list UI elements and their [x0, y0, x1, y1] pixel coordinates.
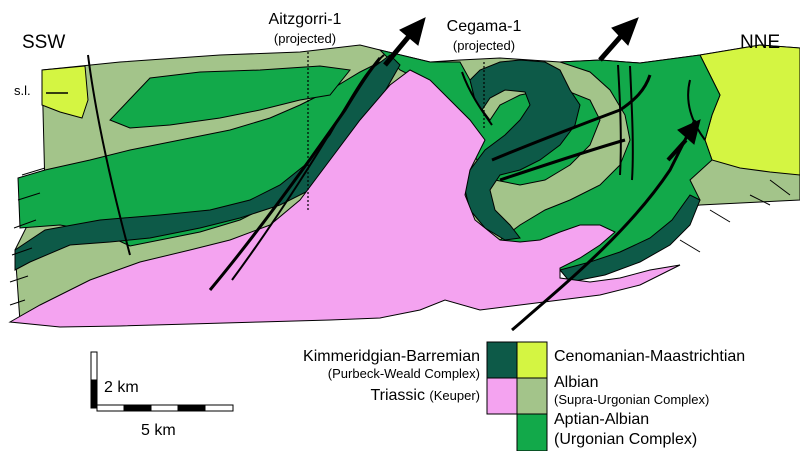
scale-vertical-black — [91, 380, 97, 408]
scale-vertical-white — [91, 352, 97, 380]
well-aitzgorri-note: (projected) — [274, 31, 336, 46]
scale-horizontal-label: 5 km — [141, 422, 176, 439]
arrow-up-center-thrust — [600, 18, 638, 60]
legend-triassic-name: Triassic (Keuper) — [370, 387, 480, 404]
cenomanian-unit-right — [700, 45, 800, 175]
legend-cenomanian-name: Cenomanian-Maastrichtian — [554, 348, 745, 365]
legend-swatch-albian — [517, 378, 547, 414]
legend-swatch-kimmeridgian — [487, 342, 517, 378]
well-cegama-note: (projected) — [453, 38, 515, 53]
well-aitzgorri-name: Aitzgorri-1 — [269, 11, 342, 28]
legend-kimmeridgian-sub: (Purbeck-Weald Complex) — [328, 366, 480, 381]
well-cegama-name: Cegama-1 — [447, 18, 522, 35]
legend-swatch-aptian — [517, 414, 547, 451]
legend-albian-name: Albian — [554, 374, 598, 391]
legend-triassic-sub: (Keuper) — [429, 388, 480, 403]
legend-swatch-cenomanian — [517, 342, 547, 378]
legend-aptian-sub: (Urgonian Complex) — [554, 431, 697, 448]
direction-label-nne: NNE — [740, 32, 780, 53]
scale-vertical-label: 2 km — [104, 379, 139, 396]
legend-kimmeridgian-name: Kimmeridgian-Barremian — [303, 348, 480, 365]
direction-label-ssw: SSW — [22, 32, 65, 53]
section-body — [10, 45, 800, 327]
legend: Kimmeridgian-Barremian (Purbeck-Weald Co… — [303, 342, 745, 451]
scale-bar: 2 km 5 km — [91, 352, 233, 439]
legend-aptian-name: Aptian-Albian — [554, 411, 649, 428]
legend-swatch-triassic — [487, 378, 517, 414]
legend-albian-sub: (Supra-Urgonian Complex) — [554, 392, 709, 407]
sea-level-label: s.l. — [14, 83, 31, 98]
